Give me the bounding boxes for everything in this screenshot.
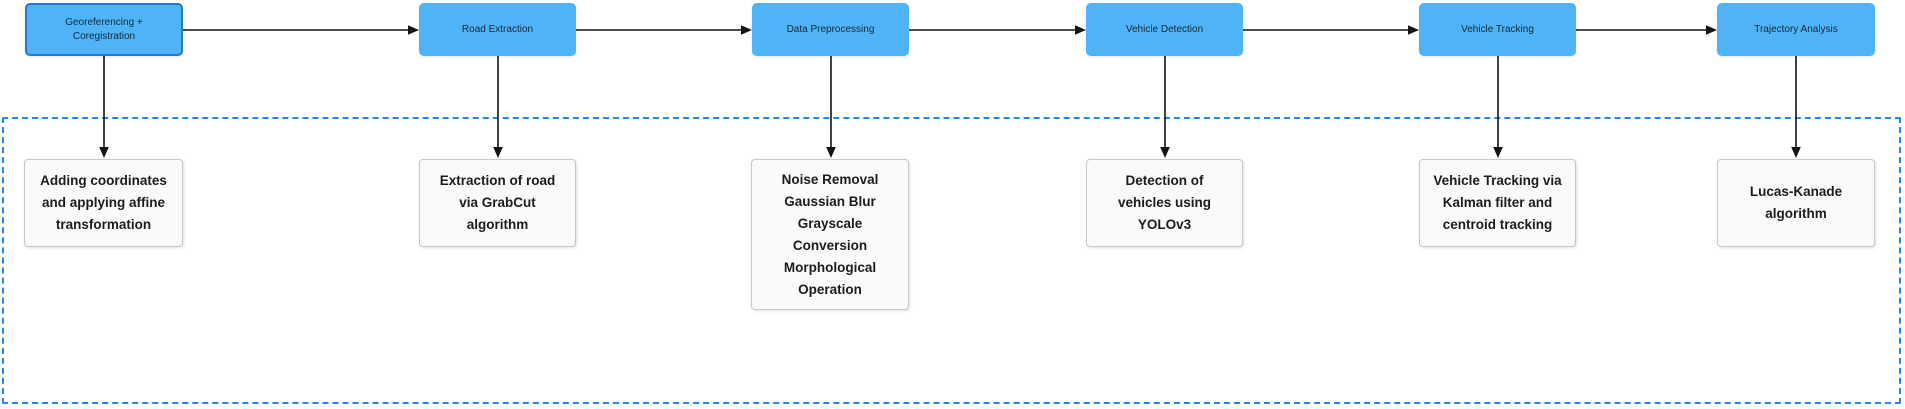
detail-text: Vehicle Tracking via Kalman filter and c… — [1433, 173, 1562, 232]
detail-text: Noise Removal Gaussian Blur Grayscale Co… — [781, 171, 879, 297]
stage-box-georeferencing-coregistration[interactable]: Georeferencing + Coregistration — [25, 3, 183, 56]
stage-label: Vehicle Tracking — [1461, 23, 1534, 35]
detail-box-vehicle-detection[interactable]: Detection of vehicles using YOLOv3 — [1086, 159, 1243, 247]
stage-label: Georeferencing + Coregistration — [65, 16, 143, 42]
arrow-vehicle-detection-to-vehicle-tracking — [1243, 25, 1419, 35]
stage-label: Road Extraction — [461, 23, 534, 35]
stage-label: Data Preprocessing — [786, 23, 875, 35]
detail-box-trajectory-analysis[interactable]: Lucas-Kanade algorithm — [1717, 159, 1875, 247]
detail-box-data-preprocessing[interactable]: Noise Removal Gaussian Blur Grayscale Co… — [751, 159, 909, 310]
stage-box-data-preprocessing[interactable]: Data Preprocessing — [752, 3, 909, 56]
detail-box-vehicle-tracking[interactable]: Vehicle Tracking via Kalman filter and c… — [1419, 159, 1576, 247]
arrow-georeferencing-to-road-extraction — [183, 25, 419, 35]
detail-text: Extraction of road via GrabCut algorithm — [439, 173, 556, 232]
detail-text: Lucas-Kanade algorithm — [1749, 184, 1843, 221]
arrow-data-preprocessing-to-vehicle-detection — [909, 25, 1086, 35]
arrow-road-extraction-to-data-preprocessing — [576, 25, 752, 35]
stage-box-trajectory-analysis[interactable]: Trajectory Analysis — [1717, 3, 1875, 56]
implementation-details-container — [2, 117, 1901, 404]
stage-label: Trajectory Analysis — [1754, 23, 1838, 35]
detail-box-road-extraction[interactable]: Extraction of road via GrabCut algorithm — [419, 159, 576, 247]
stage-box-road-extraction[interactable]: Road Extraction — [419, 3, 576, 56]
stage-label: Vehicle Detection — [1125, 23, 1204, 35]
stage-box-vehicle-detection[interactable]: Vehicle Detection — [1086, 3, 1243, 56]
stage-box-vehicle-tracking[interactable]: Vehicle Tracking — [1419, 3, 1576, 56]
arrow-vehicle-tracking-to-trajectory-analysis — [1576, 25, 1717, 35]
detail-text: Adding coordinates and applying affine t… — [40, 173, 167, 232]
detail-text: Detection of vehicles using YOLOv3 — [1117, 173, 1212, 232]
detail-box-georeferencing-coregistration[interactable]: Adding coordinates and applying affine t… — [24, 159, 183, 247]
